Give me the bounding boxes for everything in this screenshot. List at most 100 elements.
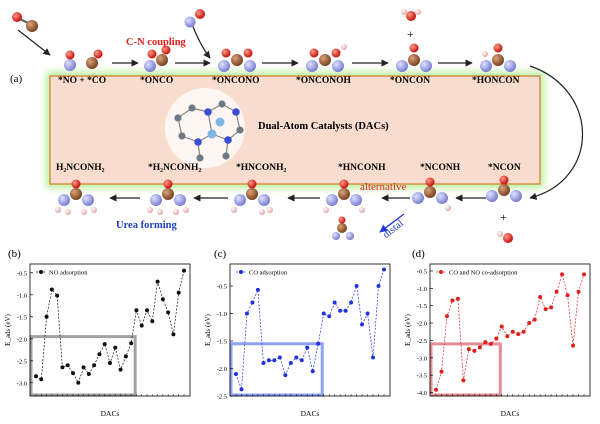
molecule-onconoh (306, 44, 347, 72)
data-point (277, 355, 282, 360)
y-tick-label: -3.5 (417, 373, 427, 380)
molecule-hnconh (323, 179, 365, 213)
highlight-box (229, 342, 324, 397)
data-point (299, 358, 304, 363)
data-point (266, 358, 271, 363)
urea-forming-label: Urea forming (116, 220, 177, 231)
x-axis-label: DACs (301, 409, 320, 418)
data-point (532, 317, 537, 322)
x-axis-label: DACs (101, 409, 120, 418)
data-point (483, 340, 488, 345)
y-tick-label: -0.5 (17, 270, 27, 277)
data-point (145, 308, 149, 313)
data-point (434, 387, 438, 392)
y-axis-label: E_ads (eV) (404, 313, 412, 345)
highlight-box (429, 342, 502, 397)
molecule-co-free (12, 12, 38, 32)
data-point (244, 311, 249, 316)
legend-marker (39, 270, 43, 274)
data-point (283, 373, 288, 378)
molecule-onconno (218, 48, 256, 72)
molecule-hnconh2 (231, 179, 273, 215)
y-tick-label: -1.0 (217, 311, 227, 318)
data-point (382, 267, 386, 272)
data-point (182, 268, 186, 273)
step-nconh: *NCONH (420, 163, 461, 173)
data-point (576, 289, 581, 294)
data-point (86, 372, 91, 376)
data-point (139, 323, 144, 328)
data-point (332, 300, 337, 305)
data-point (97, 352, 102, 357)
molecule-h2o (401, 9, 421, 21)
data-point (316, 341, 321, 346)
dac-panel (49, 75, 541, 185)
data-point (521, 329, 526, 334)
data-point (571, 343, 576, 348)
y-tick-label: -3.0 (17, 380, 27, 387)
y-tick-label: -1.5 (17, 314, 27, 321)
data-point (538, 295, 543, 299)
data-point (510, 329, 515, 334)
y-axis-label: E_ads (eV) (204, 313, 212, 345)
data-point (338, 308, 343, 313)
step-onco: *ONCO (140, 76, 174, 86)
data-point (113, 345, 118, 350)
data-point (376, 284, 381, 288)
y-tick-label: -2.5 (417, 338, 427, 345)
data-point (560, 272, 565, 277)
data-point (494, 336, 499, 341)
legend-label: NO adsorption (49, 270, 88, 277)
step-h2nconh2: *H₂NCONH₂ (148, 163, 202, 173)
molecule-nconh (412, 177, 451, 211)
data-point (450, 298, 455, 303)
y-tick-label: -2.0 (217, 366, 227, 373)
y-axis-label: E_ads (eV) (4, 313, 12, 345)
data-point (92, 363, 97, 368)
top-arrows (17, 23, 584, 200)
step-onconno: *ONCONO (212, 76, 260, 86)
data-point (49, 287, 54, 292)
molecule-h2nconh2-ads (147, 179, 189, 215)
y-tick-label: -1.5 (417, 303, 427, 310)
molecule-ncon (486, 175, 522, 202)
dac-title: Dual-Atom Catalysts (DACs) (258, 121, 389, 132)
data-point (171, 332, 176, 337)
legend-marker (239, 270, 243, 274)
panel-label-a: (a) (10, 73, 23, 85)
data-point (543, 307, 548, 312)
data-point (108, 361, 112, 365)
data-point (527, 321, 532, 326)
data-point (565, 293, 570, 298)
data-point (44, 314, 49, 319)
data-point (261, 361, 266, 365)
axes-frame (29, 263, 191, 397)
data-point (55, 293, 60, 298)
cn-coupling-label: C-N coupling (126, 37, 186, 48)
data-point (176, 290, 181, 295)
data-point (81, 365, 86, 370)
step-onconoh: *ONCONOH (296, 76, 351, 86)
panel-label-c: (c) (214, 248, 227, 260)
data-point (349, 300, 354, 305)
plus-top: + (407, 27, 414, 41)
legend-marker (439, 270, 443, 274)
series-line (435, 273, 585, 390)
step-ncon: *NCON (488, 163, 521, 173)
data-point (255, 287, 260, 292)
data-point (294, 355, 299, 360)
series-line (235, 269, 385, 390)
data-point (365, 311, 370, 316)
data-point (134, 308, 139, 313)
y-tick-label: -0.5 (217, 284, 227, 291)
step-no-co: *NO + *CO (58, 76, 107, 86)
molecule-urea (55, 179, 97, 215)
data-point (123, 354, 128, 359)
data-point (455, 296, 460, 301)
data-point (65, 363, 70, 368)
dac-lattice-icon (165, 88, 245, 168)
panel-label-b: (b) (8, 248, 21, 260)
step-oncon: *ONCON (390, 76, 431, 86)
alternative-label: alternative (360, 181, 407, 193)
